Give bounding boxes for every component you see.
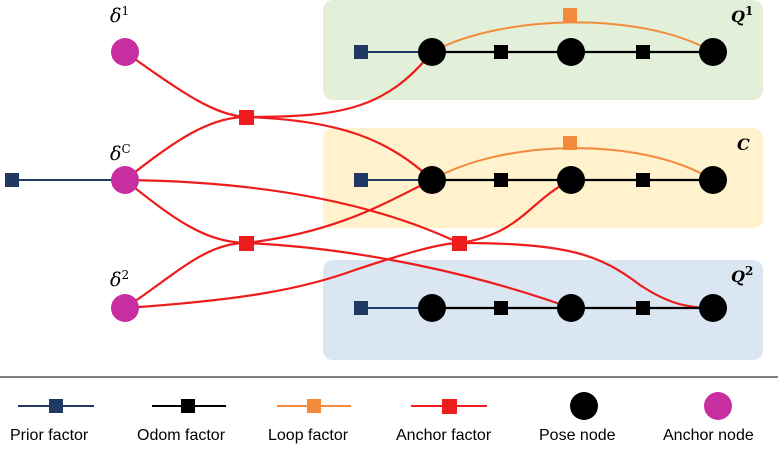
anchor-factor [239,236,254,251]
prior-factor [5,173,19,187]
legend-prior-label: Prior factor [10,427,89,444]
odom-factor [494,173,508,187]
pose-node [699,38,727,66]
anchor-node-d2 [111,294,139,322]
anchor-edge [245,241,572,310]
panel-c [323,128,763,228]
anchor-nodes [111,38,139,322]
legend-anchor-node-circle [704,392,732,420]
legend-prior-square [49,399,63,413]
legend-item-odom: Odom factor [137,399,226,444]
pose-node [418,294,446,322]
legend-loop-label: Loop factor [268,427,349,444]
pose-node [699,166,727,194]
pose-node [557,166,585,194]
anchor-edge [124,115,247,181]
anchor-factor [239,110,254,125]
odom-factor [636,301,650,315]
legend-odom-label: Odom factor [137,427,226,444]
anchor-edge [124,179,247,245]
pose-nodes [418,38,727,322]
odom-factor [494,45,508,59]
panel-q2 [323,260,763,360]
anchor-edge [245,179,433,245]
legend-anchor-label: Anchor factor [396,427,492,444]
anchor-edge [458,179,572,245]
anchor-factor [452,236,467,251]
pose-node [699,294,727,322]
anchor-edge [124,178,460,244]
panel-q1 [323,0,763,100]
legend-item-pose: Pose node [539,392,616,444]
anchor-node-label-dc: δC [110,142,131,165]
prior-factor [354,173,368,187]
panel-label-q2: Q2 [731,264,753,286]
anchor-node-dc [111,166,139,194]
anchor-edge [124,241,247,309]
legend: Prior factor Odom factor Loop factor Anc… [10,392,754,444]
legend-loop-square [307,399,321,413]
legend-item-prior: Prior factor [10,399,94,444]
anchor-node-label-d1: δ1 [110,4,129,27]
anchor-edge [458,241,714,310]
panel-label-c: C [737,135,750,154]
anchor-edges [124,51,714,310]
odom-factor [494,301,508,315]
panel-label-q1: Q1 [731,4,753,26]
legend-pose-circle [570,392,598,420]
legend-item-anchor-node: Anchor node [663,392,754,444]
pose-node [418,166,446,194]
loop-factor [563,8,577,22]
odom-factor [636,173,650,187]
anchor-edge [245,51,433,119]
anchor-edge [245,115,433,181]
prior-factor [354,45,368,59]
anchor-edge [124,241,460,310]
odom-factor [636,45,650,59]
pose-node [557,294,585,322]
anchor-node-label-d2: δ2 [110,268,129,291]
loop-edge [431,21,714,53]
legend-pose-label: Pose node [539,427,616,444]
anchor-node-d1 [111,38,139,66]
legend-anchor-square [442,399,457,414]
legend-item-anchor: Anchor factor [396,399,492,444]
factor-squares [5,8,650,315]
prior-factor [354,301,368,315]
legend-anchor-node-label: Anchor node [663,427,754,444]
legend-item-loop: Loop factor [268,399,351,444]
pose-node [418,38,446,66]
legend-odom-square [181,399,195,413]
loop-factor [563,136,577,150]
pose-node [557,38,585,66]
anchor-edge [124,51,247,119]
